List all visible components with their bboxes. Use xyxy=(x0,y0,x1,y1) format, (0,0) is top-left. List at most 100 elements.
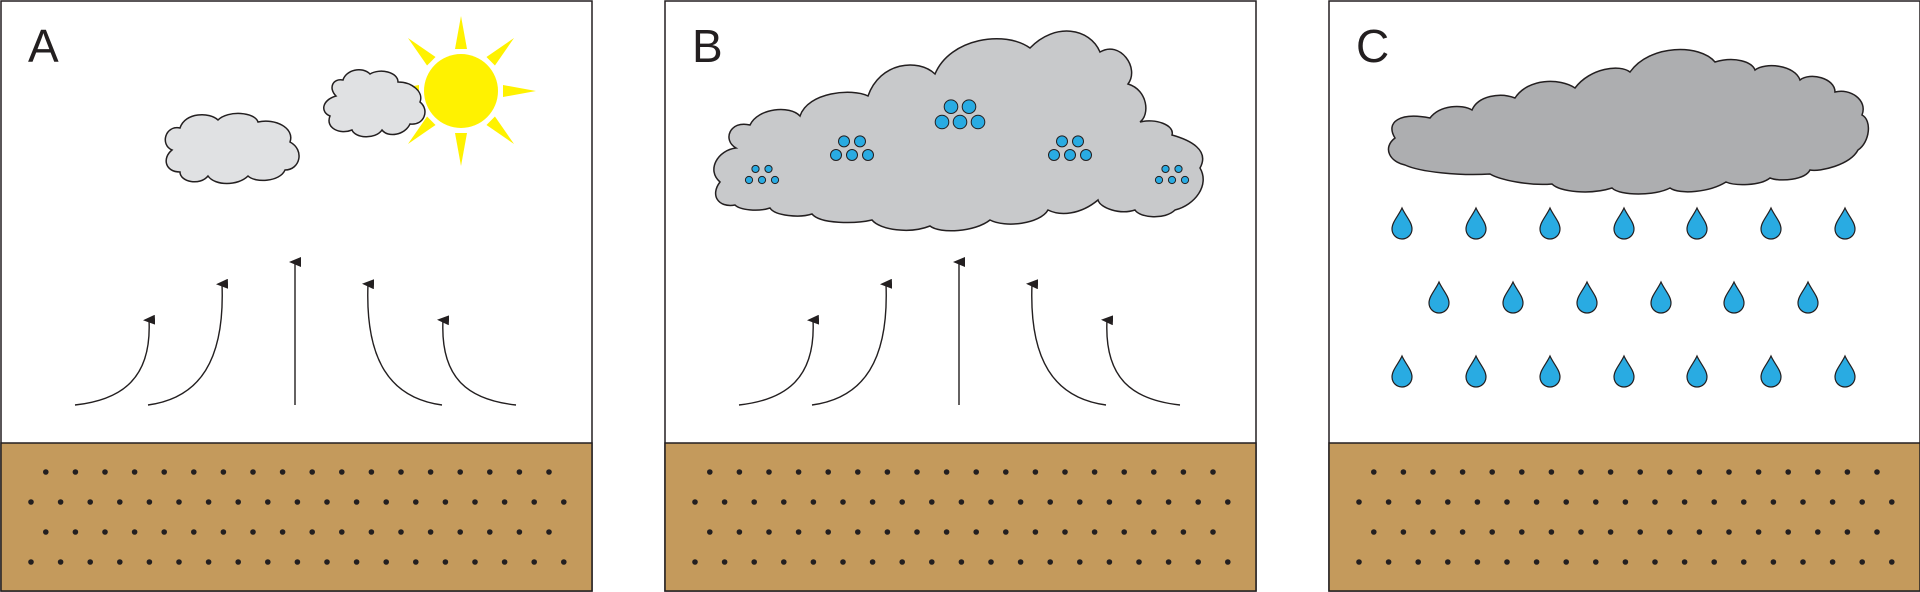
soil-dot xyxy=(884,529,891,535)
soil-dot xyxy=(191,469,197,475)
soil-dot xyxy=(1445,559,1451,565)
panel-b-sky xyxy=(713,30,1204,232)
soil-dot xyxy=(1889,559,1895,565)
soil-dot xyxy=(324,559,330,565)
soil-dot xyxy=(707,529,713,535)
soil-dot xyxy=(1430,469,1436,475)
soil-dot xyxy=(87,559,93,565)
soil-dot xyxy=(1889,499,1895,505)
soil-dot xyxy=(973,469,979,475)
soil-dot xyxy=(1459,469,1466,475)
soil-dot xyxy=(721,499,728,505)
water-droplet-icon xyxy=(934,114,950,130)
soil-dot xyxy=(1741,559,1747,565)
soil-dot xyxy=(1017,559,1024,565)
water-droplet-icon xyxy=(1174,164,1183,174)
soil-dot xyxy=(191,529,197,535)
soil-dot xyxy=(914,529,920,535)
soil-dot xyxy=(487,469,493,475)
soil-dot xyxy=(161,469,167,475)
water-droplet-icon xyxy=(838,135,850,148)
soil-dot xyxy=(1371,529,1377,535)
soil-dot xyxy=(1711,559,1717,565)
soil-dot xyxy=(1593,499,1599,505)
soil-dot xyxy=(1533,499,1540,505)
soil-dot xyxy=(279,529,286,535)
soil-dot xyxy=(1136,499,1142,505)
soil-dot xyxy=(442,499,449,505)
soil-dot xyxy=(1017,499,1024,505)
soil-dot xyxy=(309,529,316,535)
rising-air-arrows xyxy=(74,257,1181,406)
soil-dot xyxy=(810,559,817,565)
soil-dot xyxy=(220,469,227,475)
soil-dot xyxy=(1415,499,1421,505)
soil-dot xyxy=(1047,499,1053,505)
soil-dot xyxy=(1091,529,1098,535)
soil-dot xyxy=(235,499,241,505)
soil-dot xyxy=(383,559,390,565)
panel-label-b: B xyxy=(692,20,723,72)
water-droplet-icon xyxy=(1048,149,1060,161)
soil-dot xyxy=(1474,559,1481,565)
soil-dot xyxy=(501,499,508,505)
water-droplet-icon xyxy=(1056,135,1068,148)
soil-dot xyxy=(1815,529,1821,535)
water-droplet-icon xyxy=(1180,175,1190,185)
soil-dot xyxy=(1371,469,1377,475)
soil-dot xyxy=(1195,499,1201,505)
soil-dot xyxy=(1829,499,1836,505)
soil-dot xyxy=(250,529,256,535)
soil-dot xyxy=(265,559,271,565)
soil-dot xyxy=(561,499,567,505)
soil-dot xyxy=(1385,499,1392,505)
soil-dot xyxy=(1859,499,1865,505)
soil-dot xyxy=(781,499,787,505)
soil-dot xyxy=(1607,469,1614,475)
soil-dot xyxy=(1474,499,1481,505)
soil-dot xyxy=(546,469,552,475)
soil-dot xyxy=(1593,559,1599,565)
soil-dot xyxy=(1622,499,1629,505)
soil-dot xyxy=(1504,499,1510,505)
soil-dot xyxy=(1741,499,1747,505)
soil-dot xyxy=(457,529,464,535)
soil-dot xyxy=(1800,559,1806,565)
soil-dot xyxy=(1578,469,1584,475)
soil-dot xyxy=(692,499,698,505)
soil-dot xyxy=(914,469,920,475)
soil-dot xyxy=(472,559,478,565)
water-droplet-icon xyxy=(744,175,754,185)
soil-dot xyxy=(398,469,404,475)
soil-dot xyxy=(176,559,182,565)
soil-dot xyxy=(1121,469,1127,475)
soil-dot xyxy=(810,499,817,505)
soil-dot xyxy=(1151,469,1157,475)
soil-dot xyxy=(736,469,743,475)
arrow-up-icon xyxy=(1101,315,1181,406)
soil-dot xyxy=(1652,559,1658,565)
soil-dot xyxy=(1091,469,1098,475)
soil-dot xyxy=(929,559,935,565)
soil-dot xyxy=(427,529,434,535)
water-droplet-icon xyxy=(1154,175,1164,185)
soil-dot xyxy=(220,529,227,535)
soil-dot xyxy=(1136,559,1142,565)
soil-dot xyxy=(57,559,64,565)
water-droplet-icon xyxy=(1064,149,1076,161)
soil-dot xyxy=(1800,499,1806,505)
soil-dot xyxy=(339,469,345,475)
soil-dot xyxy=(546,529,552,535)
soil-dot xyxy=(413,559,419,565)
water-droplet-icon xyxy=(764,164,773,174)
soil-dot xyxy=(43,469,49,475)
soil-dot xyxy=(265,499,271,505)
water-droplet-icon xyxy=(862,149,874,161)
soil-dot xyxy=(117,559,123,565)
soil-dot xyxy=(751,559,757,565)
arrow-up-icon xyxy=(74,314,156,406)
soil-dot xyxy=(1637,469,1643,475)
soil-dot xyxy=(840,499,846,505)
cloud-icon xyxy=(164,112,300,185)
soil-dot xyxy=(1681,559,1688,565)
